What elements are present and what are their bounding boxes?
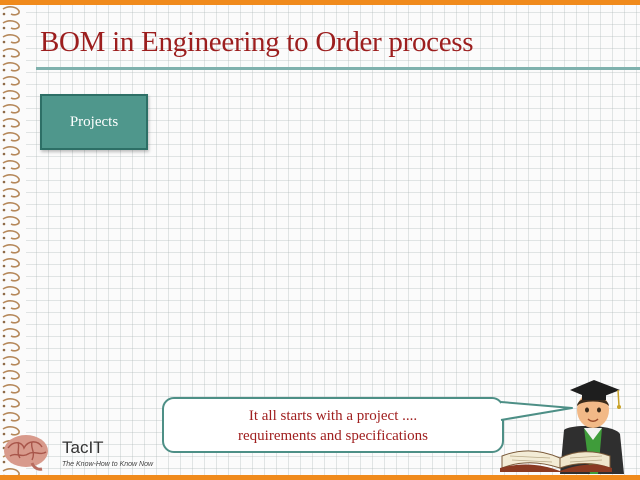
logo-name: TacIT <box>62 438 104 457</box>
spiral-binding <box>0 5 26 475</box>
projects-label: Projects <box>69 113 119 130</box>
callout-line-2: requirements and specifications <box>238 428 428 444</box>
slide-title: BOM in Engineering to Order process <box>40 26 474 58</box>
bottom-orange-bar <box>0 475 640 480</box>
brain-icon <box>4 435 48 471</box>
graduate-teacher-icon <box>500 380 624 474</box>
top-orange-bar <box>0 0 640 5</box>
title-divider <box>36 67 640 70</box>
callout-pointer <box>500 401 573 421</box>
projects-box[interactable]: Projects <box>40 94 148 150</box>
callout-line-1: It all starts with a project .... <box>248 408 418 424</box>
speech-callout: It all starts with a project .... requir… <box>162 397 504 453</box>
logo-tagline: The Know-How to Know Now <box>62 461 154 468</box>
callout-text: It all starts with a project .... requir… <box>164 406 502 446</box>
